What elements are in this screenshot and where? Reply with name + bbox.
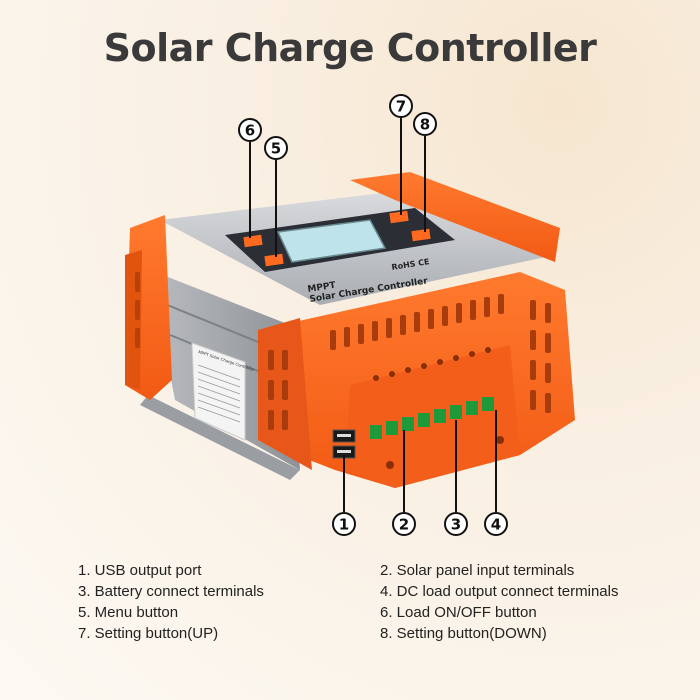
svg-text:1: 1 [339,516,349,534]
load-button [243,234,263,248]
device-label-mppt: MPPT [307,281,337,295]
legend-item-8: 8. Setting button(DOWN) [380,625,547,642]
callout-5: 5 [264,136,288,160]
product-sticker: MPPT Solar Charge Controller [191,342,255,441]
callout-2: 2 [392,512,416,536]
legend-right: 2. Solar panel input terminals 4. DC loa… [380,560,680,644]
callout-markers: 1 2 3 4 5 6 7 8 [238,94,508,536]
leader-lines [249,118,497,512]
svg-text:6: 6 [245,122,255,140]
callout-7: 7 [389,94,413,118]
lcd-screen [276,219,387,263]
callout-4: 4 [484,512,508,536]
legend-item-2: 2. Solar panel input terminals [380,562,575,579]
callout-1: 1 [332,512,356,536]
back-bumper [350,172,560,262]
page-title: Solar Charge Controller [103,26,597,70]
legend-item-1: 1. USB output port [78,562,202,579]
callout-6: 6 [238,118,262,142]
menu-button [264,253,284,267]
legend-item-4: 4. DC load output connect terminals [380,583,619,600]
callout-8: 8 [413,112,437,136]
control-panel [225,208,455,272]
svg-text:7: 7 [396,98,406,116]
svg-text:8: 8 [420,116,430,134]
legend-item-6: 6. Load ON/OFF button [380,604,537,621]
legend-item-3: 3. Battery connect terminals [78,583,264,600]
svg-text:2: 2 [399,516,409,534]
up-button [389,210,409,224]
callout-3: 3 [444,512,468,536]
left-bumper [125,215,172,400]
legend-item-7: 7. Setting button(UP) [78,625,219,642]
terminal-block [370,397,494,439]
svg-text:5: 5 [271,140,281,158]
legend-item-5: 5. Menu button [78,604,179,621]
svg-text:4: 4 [491,516,501,534]
svg-text:3: 3 [451,516,461,534]
front-bumper [258,272,575,488]
legend-left: 1. USB output port 3. Battery connect te… [78,560,368,644]
